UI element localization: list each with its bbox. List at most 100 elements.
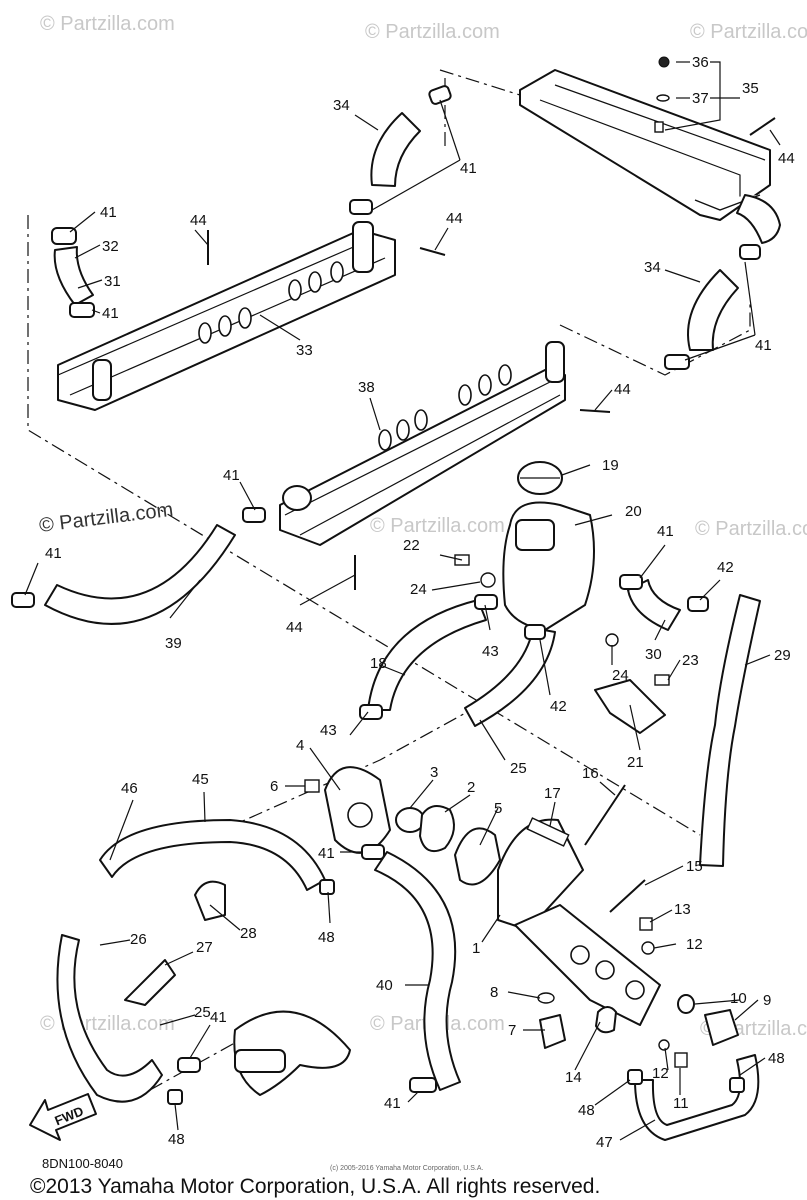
callout-46: 46	[121, 780, 138, 797]
watermark: © Partzilla.com	[38, 499, 174, 537]
middle-radiator	[279, 341, 566, 546]
callout-6: 6	[270, 778, 278, 795]
callout-48: 48	[168, 1131, 185, 1148]
bolt-16	[584, 784, 626, 846]
callout-12: 12	[686, 936, 703, 953]
callout-25: 25	[194, 1004, 211, 1021]
watermark: © Partzilla.com	[370, 515, 505, 537]
hose-40	[374, 851, 461, 1091]
fwd-arrow-icon: FWD	[29, 1093, 97, 1141]
callout-41: 41	[318, 845, 335, 862]
callout-11: 11	[673, 1095, 689, 1112]
hose-34-upper	[370, 112, 421, 187]
callout-42: 42	[550, 698, 567, 715]
callout-3: 3	[430, 764, 438, 781]
watermark: © Partzilla.com	[40, 13, 175, 35]
callout-48: 48	[578, 1102, 595, 1119]
gasket-5	[454, 827, 501, 886]
engine-parts	[124, 679, 739, 1096]
leader-lines	[24, 61, 781, 1141]
callout-37: 37	[692, 90, 709, 107]
callout-18: 18	[370, 655, 387, 672]
callout-44: 44	[286, 619, 303, 636]
thermostat-2	[419, 805, 455, 852]
callout-48: 48	[768, 1050, 785, 1067]
callout-5: 5	[494, 800, 502, 817]
bracket-28	[194, 880, 226, 921]
callout-15: 15	[686, 858, 703, 875]
callout-41: 41	[100, 204, 117, 221]
hose-32	[53, 246, 94, 306]
callout-13: 13	[674, 901, 691, 918]
callout-38: 38	[358, 379, 375, 396]
bolt-15	[609, 879, 646, 913]
callout-31: 31	[104, 273, 121, 290]
callout-41: 41	[460, 160, 477, 177]
callout-48: 48	[318, 929, 335, 946]
hose-25-upper	[464, 627, 556, 727]
hoses	[44, 112, 761, 1141]
callout-22: 22	[403, 537, 420, 554]
callout-10: 10	[730, 990, 747, 1007]
callout-32: 32	[102, 238, 119, 255]
callout-27: 27	[196, 939, 213, 956]
sensor-9	[704, 1009, 739, 1046]
fasteners	[207, 56, 776, 1068]
callout-36: 36	[692, 54, 709, 71]
callout-29: 29	[774, 647, 791, 664]
callout-41: 41	[102, 305, 119, 322]
callout-17: 17	[544, 785, 561, 802]
hose-34-right	[687, 269, 739, 351]
fine-print: (c) 2005-2016 Yamaha Motor Corporation, …	[330, 1165, 483, 1172]
hose-30	[627, 579, 681, 631]
reservoir-tank	[502, 461, 595, 631]
hose-45	[99, 819, 326, 891]
callout-44: 44	[778, 150, 795, 167]
callout-14: 14	[565, 1069, 582, 1086]
o-ring-10	[677, 994, 695, 1014]
callout-44: 44	[446, 210, 463, 227]
callout-41: 41	[657, 523, 674, 540]
callout-34: 34	[333, 97, 350, 114]
callout-9: 9	[763, 992, 771, 1009]
watermark: © Partzilla.com	[365, 21, 500, 43]
callout-44: 44	[614, 381, 631, 398]
hose-39	[44, 524, 236, 625]
callout-45: 45	[192, 771, 209, 788]
upper-right-radiator	[519, 69, 781, 244]
sensor-7	[539, 1014, 566, 1049]
watermark: © Partzilla.com	[695, 518, 807, 540]
callout-41: 41	[210, 1009, 227, 1026]
callout-41: 41	[45, 545, 62, 562]
callout-47: 47	[596, 1134, 613, 1151]
callout-35: 35	[742, 80, 759, 97]
gasket-14	[595, 1006, 617, 1034]
callout-8: 8	[490, 984, 498, 1001]
callout-1: 1	[472, 940, 480, 957]
callout-19: 19	[602, 457, 619, 474]
callout-30: 30	[645, 646, 662, 663]
watermark: © Partzilla.com	[690, 21, 807, 43]
callout-21: 21	[627, 754, 644, 771]
callout-44: 44	[190, 212, 207, 229]
hose-29	[699, 594, 761, 867]
callout-42: 42	[717, 559, 734, 576]
callout-25: 25	[510, 760, 527, 777]
callout-28: 28	[240, 925, 257, 942]
hose-26	[56, 934, 163, 1103]
callout-40: 40	[376, 977, 393, 994]
callout-41: 41	[384, 1095, 401, 1112]
hose-47	[634, 1054, 760, 1141]
pipe-assembly	[233, 1010, 351, 1096]
bracket-27	[124, 959, 176, 1006]
callout-12: 12	[652, 1065, 669, 1082]
callout-26: 26	[130, 931, 147, 948]
callout-43: 43	[320, 722, 337, 739]
callout-23: 23	[682, 652, 699, 669]
callout-2: 2	[467, 779, 475, 796]
fitting	[234, 1049, 286, 1073]
callout-16: 16	[582, 765, 599, 782]
copyright-notice: ©2013 Yamaha Motor Corporation, U.S.A. A…	[30, 1175, 600, 1198]
callout-labels: 36 35 37 44 34 41 41 32 31 41 44 44 33 3…	[45, 54, 795, 1151]
